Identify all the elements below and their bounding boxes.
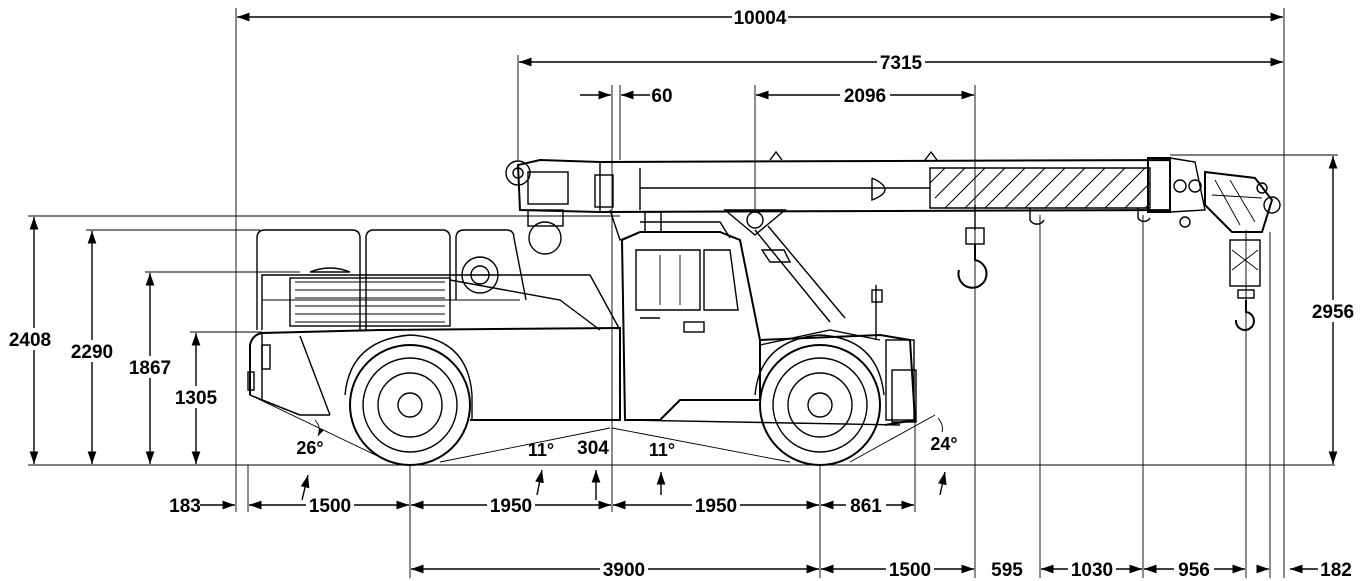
dim-hook-a: 595	[991, 560, 1023, 581]
angle-front-approach: 24°	[930, 434, 957, 454]
dim-wheelbase: 3900	[603, 560, 645, 581]
operator-cab	[620, 221, 761, 421]
main-hook	[957, 205, 988, 289]
dim-tip: 182	[1320, 560, 1352, 581]
crane-outline	[28, 150, 1335, 466]
dim-center-offset: 304	[577, 438, 609, 459]
dim-hook-b: 1030	[1071, 560, 1113, 581]
angle-ramp-rear: 11°	[528, 440, 554, 460]
dim-guard-height: 2408	[9, 330, 51, 351]
dim-hook-c: 956	[1178, 560, 1210, 581]
dim-boom-span: 7315	[880, 53, 923, 74]
dim-boom-height: 2956	[1312, 302, 1354, 323]
dim-front-overhang: 861	[850, 496, 882, 517]
boom-hatch	[929, 167, 1151, 209]
telescopic-boom	[505, 150, 1206, 255]
dim-rear-overhang: 183	[169, 496, 201, 517]
rear-wheel	[344, 334, 473, 466]
front-wheel	[754, 334, 885, 466]
dimension-lines	[28, 8, 1338, 578]
dim-chassis-height: 1305	[175, 388, 218, 409]
dim-rear-to-axle: 1500	[309, 496, 351, 517]
dim-deck-height: 1867	[129, 358, 171, 379]
angle-rear-departure: 26°	[296, 438, 323, 458]
dim-axle-to-center-a: 1950	[490, 496, 532, 517]
jib-hook	[1229, 239, 1261, 331]
dim-front-to-hook: 1500	[889, 560, 931, 581]
dimension-labels: 10004 7315 60 2096 2408 2290 1867 1305 2…	[6, 7, 1358, 581]
angle-ramp-front: 11°	[649, 440, 675, 460]
dim-axle-to-center-b: 1950	[695, 496, 737, 517]
dim-hook-reach: 2096	[844, 86, 886, 107]
dim-cab-height: 2290	[71, 342, 113, 363]
fly-jib	[1204, 170, 1281, 233]
dim-slew-offset: 60	[651, 86, 672, 107]
dim-overall-length: 10004	[734, 8, 787, 29]
